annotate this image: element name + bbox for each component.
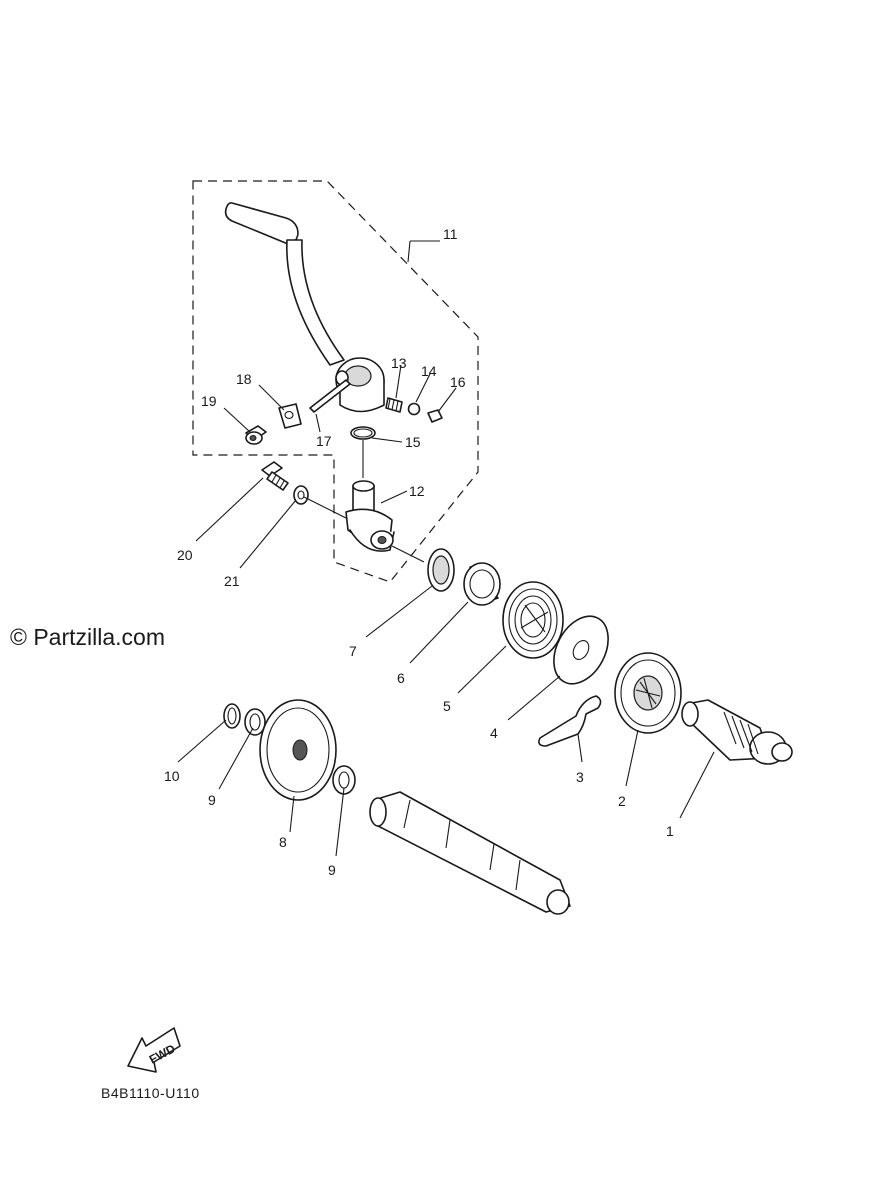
circlip-10[interactable]	[223, 703, 241, 729]
callout-1: 1	[666, 823, 674, 839]
callout-18: 18	[236, 371, 252, 387]
callout-14: 14	[421, 363, 437, 379]
idle-gear-8[interactable]	[259, 699, 337, 801]
callout-9-lower: 9	[328, 862, 336, 878]
cap-16[interactable]	[427, 409, 443, 423]
partzilla-watermark: © Partzilla.com	[10, 624, 165, 650]
callout-11: 11	[443, 226, 458, 242]
callout-13: 13	[391, 355, 407, 371]
washer-9-upper[interactable]	[244, 708, 266, 736]
diagram-code: B4B1110-U110	[101, 1085, 200, 1101]
washer-21[interactable]	[293, 485, 309, 505]
kick-crank-assembly-boundary	[192, 180, 479, 583]
callout-6: 6	[397, 670, 405, 686]
callout-12: 12	[409, 483, 425, 499]
callout-20: 20	[177, 547, 193, 563]
washer-18[interactable]	[278, 403, 302, 429]
clip-3[interactable]	[538, 695, 602, 747]
callout-15: 15	[405, 434, 421, 450]
callout-4: 4	[490, 725, 498, 741]
callout-21: 21	[224, 573, 240, 589]
bolt-20[interactable]	[261, 461, 289, 491]
fwd-arrow-icon: FWD	[127, 1027, 181, 1073]
washer-4[interactable]	[543, 607, 619, 693]
callout-19: 19	[201, 393, 217, 409]
callout-5: 5	[443, 698, 451, 714]
kick-axle-12[interactable]	[345, 480, 395, 552]
bolt-19[interactable]	[245, 425, 267, 445]
collar-6[interactable]	[463, 562, 501, 606]
pin-17[interactable]	[309, 379, 351, 413]
callout-2: 2	[618, 793, 626, 809]
callout-10: 10	[164, 768, 180, 784]
callout-8: 8	[279, 834, 287, 850]
torsion-spring-5[interactable]	[502, 581, 564, 659]
spring-13[interactable]	[385, 397, 403, 413]
bushing-7[interactable]	[427, 548, 455, 592]
callout-9-upper: 9	[208, 792, 216, 808]
callout-7: 7	[349, 643, 357, 659]
kick-gear-2[interactable]	[614, 652, 682, 734]
washer-9-lower[interactable]	[332, 765, 356, 795]
kick-shaft-1[interactable]	[681, 699, 793, 765]
callout-17: 17	[316, 433, 332, 449]
callout-16: 16	[450, 374, 466, 390]
ball-14[interactable]	[407, 402, 421, 416]
main-axle	[369, 791, 571, 915]
callout-3: 3	[576, 769, 584, 785]
